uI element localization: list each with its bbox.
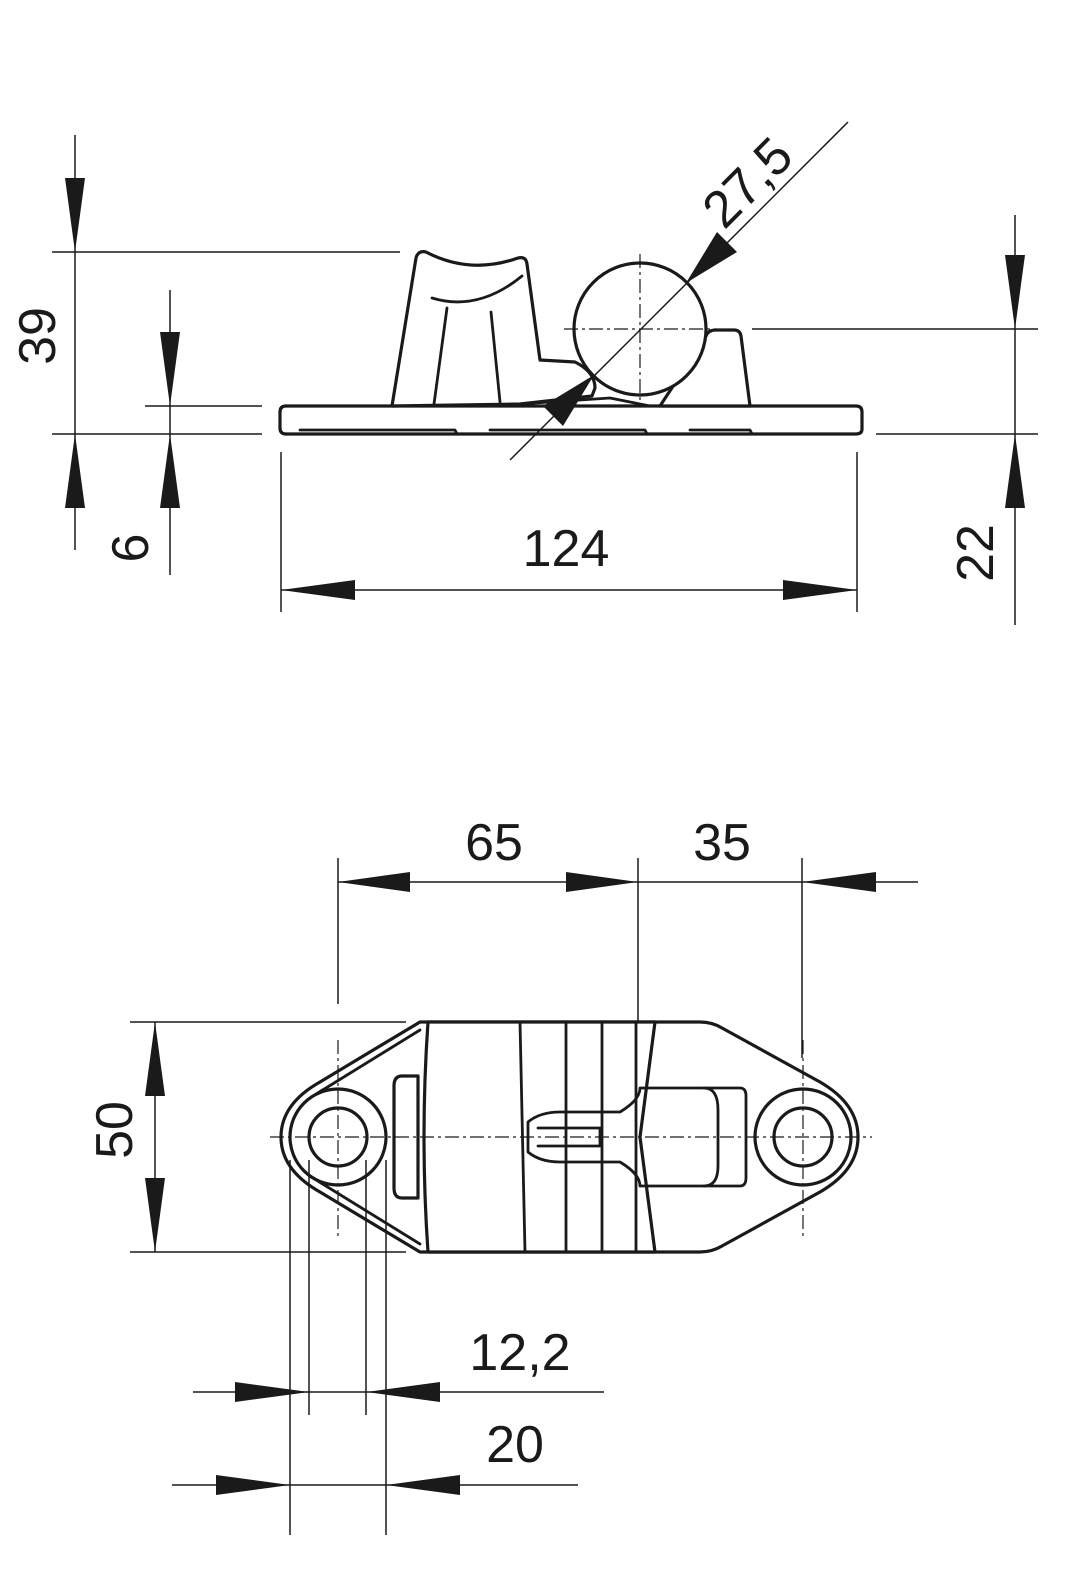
- thickness-arrow-top: [160, 332, 180, 406]
- thickness-label: 6: [102, 534, 160, 563]
- hole-inner-label: 12,2: [469, 1324, 570, 1382]
- side-base-underside-steps: [298, 428, 754, 436]
- ring-diameter-label: 27,5: [692, 127, 805, 240]
- side-hook-inner: [430, 274, 652, 408]
- height-arrow-top: [65, 178, 85, 252]
- ring-height-arrow-bottom: [1005, 434, 1025, 508]
- pitch-65-arrow-right: [566, 872, 638, 892]
- length-arrow-left: [281, 580, 355, 600]
- width-arrow-top: [145, 1022, 165, 1096]
- height-label: 39: [9, 307, 67, 365]
- top-right-post: [702, 1086, 720, 1188]
- length-label: 124: [523, 520, 610, 578]
- pitch-35-arrow-right: [802, 872, 876, 892]
- height-arrow-bottom: [65, 434, 85, 508]
- hole-outer-label: 20: [486, 1416, 544, 1474]
- ring-height-arrow-top: [1005, 255, 1025, 329]
- pitch-65-arrow-left: [338, 872, 410, 892]
- hole-inner-arrow-right: [366, 1382, 440, 1402]
- hole-outer-arrow-right: [386, 1475, 460, 1495]
- width-arrow-bottom: [145, 1178, 165, 1252]
- width-label: 50: [86, 1101, 144, 1159]
- side-base-plate: [278, 404, 864, 436]
- ring-diameter-arrow-bottom: [543, 375, 594, 426]
- ring-diameter-arrow-top: [686, 232, 737, 283]
- pitch-65-label: 65: [465, 814, 523, 872]
- length-arrow-right: [783, 580, 857, 600]
- hole-inner-arrow-left: [235, 1382, 309, 1402]
- top-view: 65 35 50 12,2 20: [86, 814, 918, 1535]
- top-hook-channel: [526, 1086, 748, 1188]
- side-view: 27,5 39 6 124 22: [9, 121, 1038, 625]
- hole-outer-arrow-left: [216, 1475, 290, 1495]
- thickness-arrow-bottom: [160, 434, 180, 508]
- pitch-35-label: 35: [693, 814, 751, 872]
- ring-height-label: 22: [947, 524, 1005, 582]
